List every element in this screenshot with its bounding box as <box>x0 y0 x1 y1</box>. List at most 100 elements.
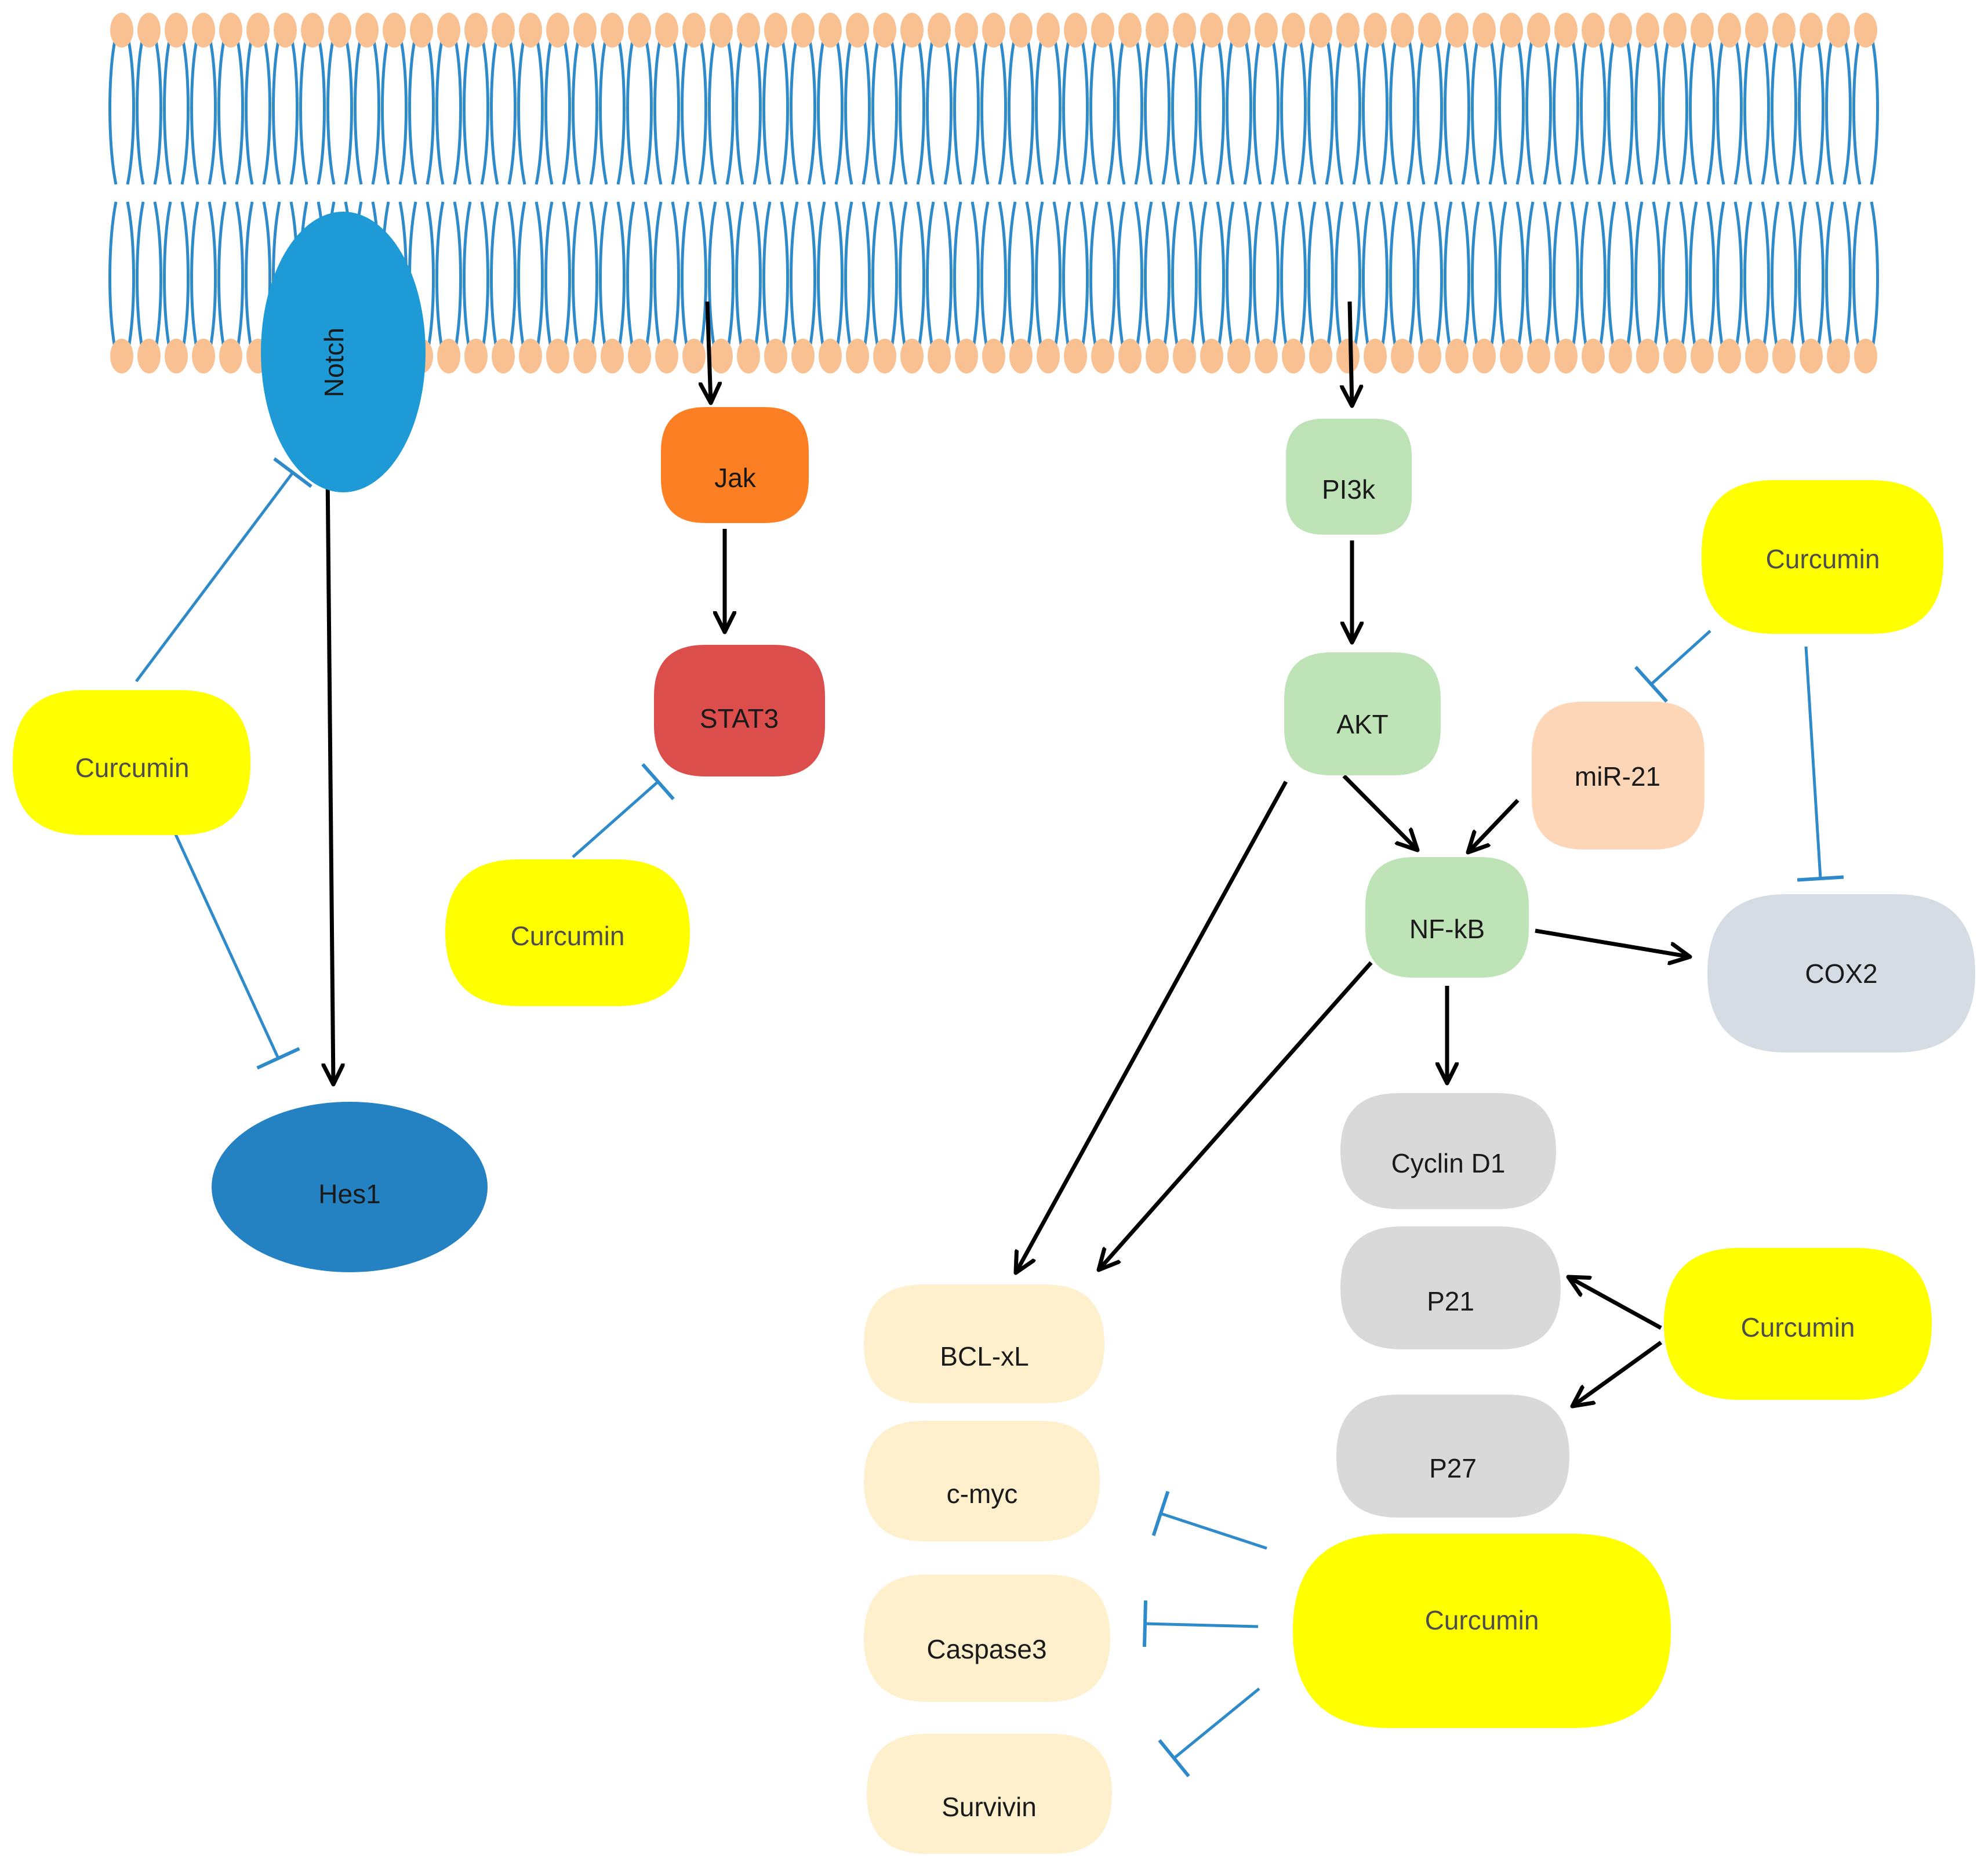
hes1-label: Hes1 <box>318 1179 380 1209</box>
lipid-tail <box>1580 201 1589 354</box>
lipid-head <box>1118 13 1142 48</box>
lipid-tail <box>1543 35 1552 185</box>
lipid-tail <box>1706 35 1716 185</box>
lipid-tail <box>453 35 462 185</box>
lipid-tail <box>1416 201 1426 354</box>
lipid-tail <box>1325 35 1334 185</box>
lipid-head <box>546 13 569 48</box>
lipid-tail <box>1679 201 1688 354</box>
lipid-tail <box>1525 201 1535 354</box>
lipid-tail <box>1035 201 1044 354</box>
lipid-head <box>1255 339 1278 373</box>
lipid-tail <box>1189 35 1198 185</box>
lipid-head <box>955 339 978 373</box>
curcumin-label: Curcumin <box>511 921 625 951</box>
lipid-tail <box>126 201 135 354</box>
lipid-tail <box>1553 201 1562 354</box>
lipid-head <box>1418 13 1441 48</box>
lipid-tail <box>289 35 299 185</box>
activation-arrow <box>1099 961 1373 1270</box>
lipid-head <box>1255 13 1278 48</box>
lipid-tail <box>943 35 953 185</box>
lipid-head <box>519 13 542 48</box>
lipid-tail <box>480 201 489 354</box>
mir21-shape <box>1532 702 1704 850</box>
lipid-head <box>710 13 733 48</box>
lipid-tail <box>1580 35 1589 185</box>
lipid-head <box>655 339 678 373</box>
stat3-node: STAT3 <box>654 645 825 776</box>
lipid-head <box>1364 13 1387 48</box>
lipid-head <box>1500 339 1523 373</box>
lipid-tail <box>862 35 871 185</box>
lipid-head <box>1636 13 1659 48</box>
lipid-tail <box>1089 35 1099 185</box>
lipid-tail <box>1652 35 1661 185</box>
lipid-head <box>519 339 542 373</box>
lipid-head <box>1745 339 1768 373</box>
lipid-head <box>1663 339 1687 373</box>
lipid-tail <box>136 35 145 185</box>
lipid-tail <box>562 201 571 354</box>
lipid-tail <box>790 201 799 354</box>
lipid-tail <box>862 201 871 354</box>
lipid-tail <box>299 35 308 185</box>
lipid-tail <box>671 201 680 354</box>
lipid-tail <box>1416 35 1426 185</box>
lipid-tail <box>1280 201 1289 354</box>
lipid-head <box>1336 13 1360 48</box>
c-myc-shape <box>864 1421 1100 1541</box>
cox2-node: COX2 <box>1707 894 1975 1052</box>
lipid-tail <box>1870 201 1879 354</box>
lipid-tail <box>463 201 472 354</box>
lipid-tail <box>1226 201 1235 354</box>
pi3k-label: PI3k <box>1322 474 1376 504</box>
lipid-tail <box>807 35 816 185</box>
lipid-tail <box>453 201 462 354</box>
lipid-head <box>655 13 678 48</box>
p21-node: P21 <box>1340 1226 1561 1349</box>
lipid-tail <box>889 201 898 354</box>
curcumin-shape <box>1702 480 1943 634</box>
lipid-tail <box>1689 35 1698 185</box>
lipid-head <box>1118 339 1142 373</box>
inhibition-bar <box>1151 1491 1170 1536</box>
lipid-tail <box>753 201 762 354</box>
curcumin-node: Curcumin <box>1664 1248 1932 1400</box>
lipid-tail <box>1461 201 1470 354</box>
lipid-tail <box>916 35 925 185</box>
inhibition-bar <box>256 1047 300 1070</box>
mir21-node: miR-21 <box>1532 702 1704 850</box>
lipid-head <box>1691 339 1714 373</box>
lipid-head <box>464 13 488 48</box>
lipid-tail <box>1052 35 1062 185</box>
lipid-tail <box>1298 201 1307 354</box>
lipid-tail <box>1597 201 1607 354</box>
lipid-tail <box>653 35 663 185</box>
lipid-head <box>1636 339 1659 373</box>
lipid-head <box>137 13 161 48</box>
lipid-tail <box>971 201 980 354</box>
survivin-label: Survivin <box>942 1792 1037 1822</box>
caspase3-node: Caspase3 <box>864 1574 1110 1702</box>
lipid-tail <box>1434 35 1443 185</box>
lipid-tail <box>626 35 635 185</box>
lipid-tail <box>980 201 990 354</box>
lipid-tail <box>1325 201 1334 354</box>
lipid-head <box>1827 339 1850 373</box>
inhibition-line <box>135 471 294 683</box>
lipid-head <box>1037 13 1060 48</box>
lipid-tail <box>1842 35 1852 185</box>
lipid-tail <box>807 201 816 354</box>
lipid-tail <box>1253 35 1262 185</box>
lipid-tail <box>572 201 581 354</box>
lipid-head <box>1173 339 1196 373</box>
lipid-head <box>710 339 733 373</box>
lipid-head <box>165 339 188 373</box>
inhibition-bar <box>1142 1600 1148 1647</box>
lipid-head <box>682 339 706 373</box>
lipid-tail <box>599 35 608 185</box>
lipid-head <box>1064 339 1087 373</box>
lipid-head <box>1227 13 1251 48</box>
lipid-tail <box>1080 201 1089 354</box>
